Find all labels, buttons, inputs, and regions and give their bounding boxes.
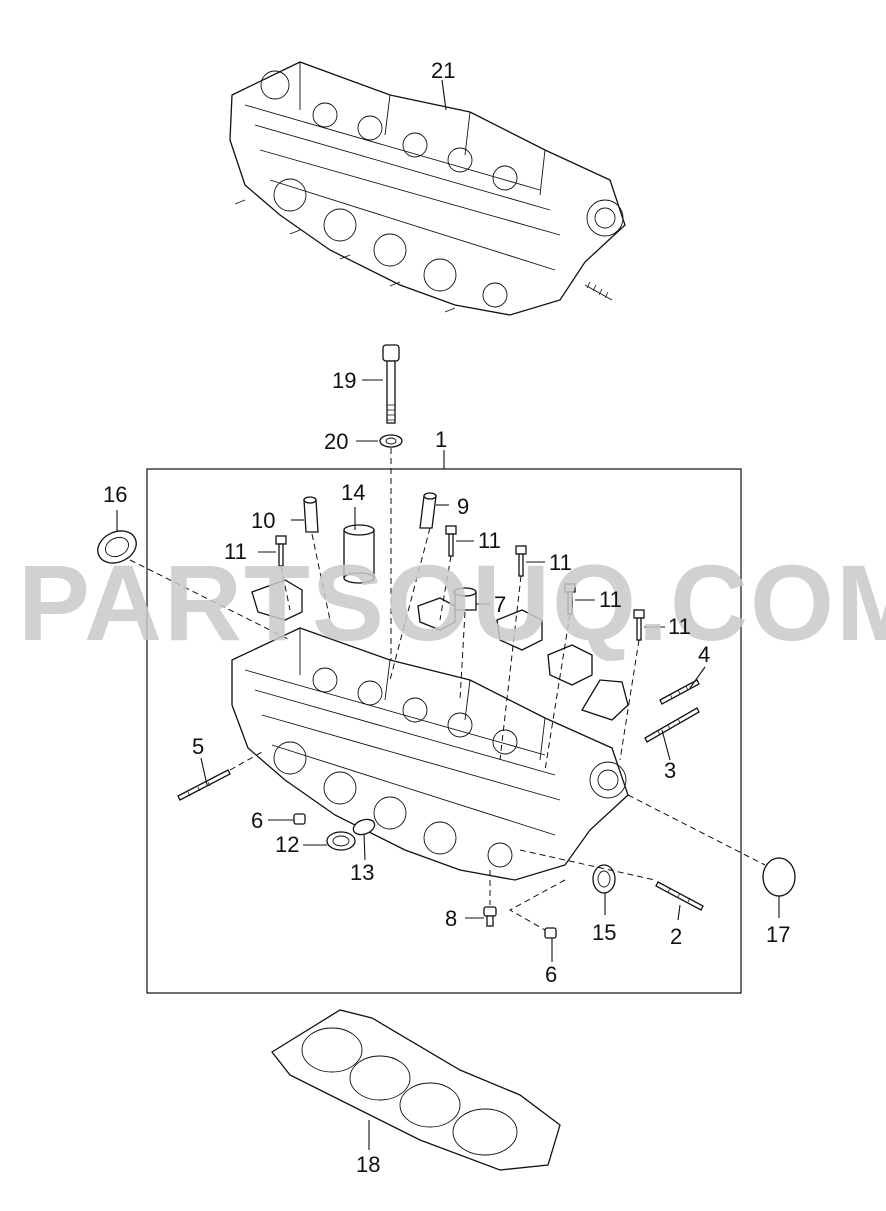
label-11-right: 11 (668, 614, 691, 639)
head-gasket-drawing (271, 1009, 561, 1171)
leader-lines (116, 79, 780, 1150)
cylinder-head-drawing (231, 627, 629, 881)
head-bolt-drawing (382, 344, 400, 424)
label-12: 12 (275, 832, 299, 857)
label-1: 1 (435, 427, 447, 452)
label-2: 2 (670, 924, 682, 949)
label-4: 4 (698, 642, 710, 667)
label-15: 15 (592, 920, 616, 945)
label-7: 7 (494, 592, 506, 617)
label-8: 8 (445, 906, 457, 931)
cap-bolts-drawing (275, 525, 645, 641)
label-21: 21 (431, 58, 455, 83)
washer-drawing (379, 434, 403, 448)
label-10: 10 (251, 508, 275, 533)
alignment-lines (129, 448, 766, 931)
label-3: 3 (664, 758, 676, 783)
valve-lifter-drawing (453, 587, 477, 611)
label-17: 17 (766, 922, 790, 947)
cylinder-head-assembly-drawing (229, 61, 626, 316)
label-13: 13 (350, 860, 374, 885)
camshaft-caps-drawing (251, 579, 629, 721)
label-9: 9 (457, 494, 469, 519)
callout-labels: 21 19 20 1 16 14 9 10 11 11 11 11 11 7 4… (103, 58, 790, 1177)
label-6-bottom: 6 (545, 962, 557, 987)
label-16: 16 (103, 482, 127, 507)
valve-guides-drawing (303, 492, 437, 533)
watermark-text: PARTSOUQ.COM (18, 542, 886, 663)
label-20: 20 (324, 429, 348, 454)
label-6-left: 6 (251, 808, 263, 833)
label-11-fourth: 11 (599, 587, 622, 612)
label-19: 19 (332, 368, 356, 393)
label-14: 14 (341, 480, 365, 505)
plugs-and-seals-drawing (97, 530, 796, 939)
lifter-drawing (343, 524, 375, 584)
studs-drawing (177, 679, 704, 911)
label-11-second: 11 (478, 528, 501, 553)
label-11-third: 11 (549, 550, 572, 575)
label-5: 5 (192, 734, 204, 759)
label-11-left: 11 (224, 539, 247, 564)
label-18: 18 (356, 1152, 380, 1177)
